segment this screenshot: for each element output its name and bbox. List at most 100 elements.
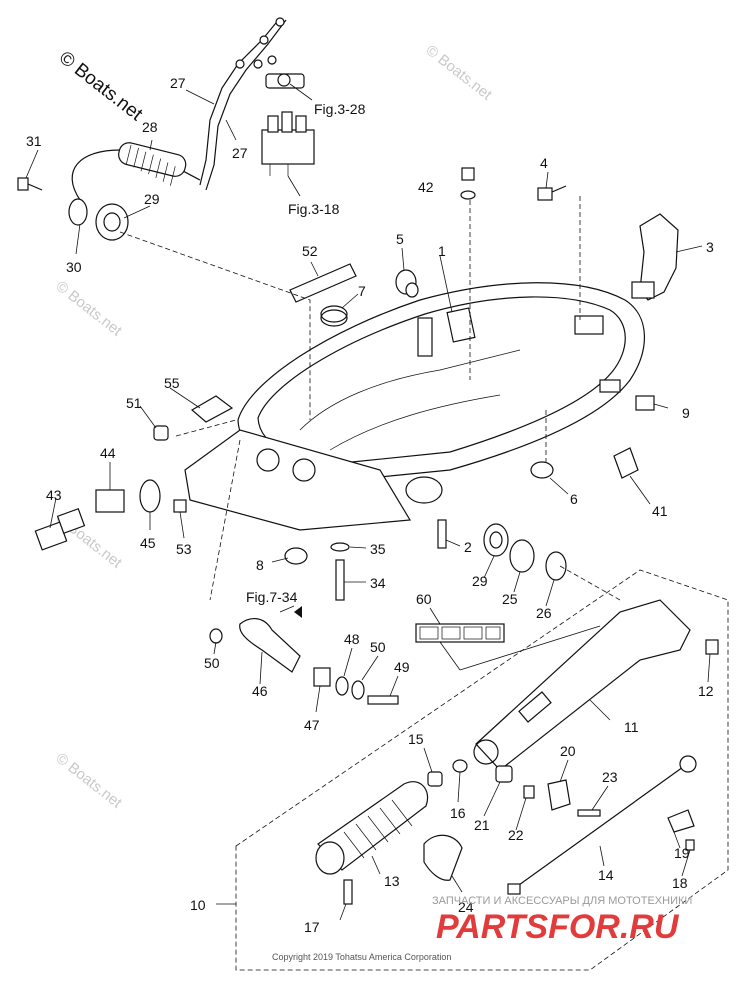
callout-11: 11 — [624, 719, 639, 735]
callout-53: 53 — [176, 541, 192, 557]
sleeve-24 — [423, 834, 463, 881]
decal-60 — [415, 623, 505, 643]
callout-18: 18 — [672, 875, 688, 891]
callout-45: 45 — [140, 535, 156, 551]
grommet-7 — [320, 305, 348, 327]
callout-48: 48 — [344, 631, 360, 647]
watermark-bottom-left: © Boats.net — [53, 750, 126, 812]
callout-7: 7 — [358, 283, 366, 299]
callout-29: 29 — [472, 573, 488, 589]
screw-31 — [17, 177, 43, 191]
callout-19: 19 — [674, 845, 690, 861]
callout-50: 50 — [204, 655, 220, 671]
callout-21: 21 — [474, 817, 490, 833]
callout-24: 24 — [458, 899, 474, 915]
fig-3-18-switch-block — [261, 111, 315, 176]
callout-13: 13 — [384, 873, 400, 889]
callout-52: 52 — [302, 243, 318, 259]
callout-1: 1 — [438, 243, 446, 259]
callout-4: 4 — [540, 155, 548, 171]
callout-2: 2 — [464, 539, 472, 555]
parts-20-21-22-23 — [495, 765, 601, 817]
callout-9: 9 — [682, 405, 690, 421]
fig-3-18-label: Fig.3-18 — [288, 201, 340, 217]
label-52 — [289, 263, 357, 303]
fig-3-28-label: Fig.3-28 — [314, 101, 366, 117]
grommet-30-29 — [68, 198, 129, 241]
callout-12: 12 — [698, 683, 714, 699]
callout-6: 6 — [570, 491, 578, 507]
lever-46 — [239, 618, 301, 673]
throttle-grip-13 — [315, 781, 429, 875]
callout-10: 10 — [190, 897, 206, 913]
callout-23: 23 — [602, 769, 618, 785]
washer-26 — [545, 551, 567, 581]
fig-3-28-connector — [265, 73, 305, 89]
assembly-line-50 — [209, 439, 241, 601]
plug-9 — [635, 395, 655, 411]
collar-47 — [313, 667, 331, 687]
callout-47: 47 — [304, 717, 320, 733]
bushing-25 — [509, 539, 535, 573]
bolt-49 — [367, 695, 399, 705]
callout-50: 50 — [370, 639, 386, 655]
callout-22: 22 — [508, 827, 524, 843]
callout-16: 16 — [450, 805, 466, 821]
bolt-42 — [460, 167, 476, 200]
grommet-5 — [395, 269, 419, 298]
parts-19-18 — [667, 809, 695, 851]
choke-cable-28 — [71, 142, 201, 201]
washer-48 — [335, 676, 349, 696]
callout-25: 25 — [502, 591, 518, 607]
callout-35: 35 — [370, 541, 386, 557]
lower-cover-1 — [184, 282, 645, 531]
washer-50 — [209, 628, 365, 700]
callout-55: 55 — [164, 375, 180, 391]
fig-7-34-arrow-icon — [294, 606, 302, 618]
washer-53 — [173, 499, 187, 513]
copyright-notice: Copyright 2019 Tohatsu America Corporati… — [272, 952, 451, 962]
callout-51: 51 — [126, 395, 142, 411]
wire-harness — [199, 17, 287, 191]
callout-28: 28 — [142, 119, 158, 135]
fig-7-34-label: Fig.7-34 — [246, 589, 298, 605]
plate-55 — [190, 395, 234, 423]
callout-46: 46 — [252, 683, 268, 699]
bolt-17 — [343, 879, 353, 905]
callout-15: 15 — [408, 731, 424, 747]
callout-17: 17 — [304, 919, 320, 935]
callout-5: 5 — [396, 231, 404, 247]
bolt-2 — [437, 519, 447, 549]
switch-43 — [34, 508, 86, 551]
callout-27: 27 — [170, 75, 186, 91]
watermark-primary: © Boats.net — [55, 47, 147, 125]
callout-26: 26 — [536, 605, 552, 621]
watermark-left-mid: © Boats.net — [53, 278, 126, 340]
callout-30: 30 — [66, 259, 82, 275]
callout-49: 49 — [394, 659, 410, 675]
parts-15-16 — [427, 759, 468, 787]
holder-44 — [95, 489, 125, 513]
plug-51 — [153, 425, 169, 441]
callout-44: 44 — [100, 445, 116, 461]
callout-27: 27 — [232, 145, 248, 161]
grommet-45 — [139, 479, 161, 513]
callout-3: 3 — [706, 239, 714, 255]
grommet-6 — [530, 461, 554, 479]
shop-brand-logo: PARTSFOR.RU — [436, 908, 680, 946]
hook-41 — [613, 447, 639, 479]
bolt-12 — [705, 639, 719, 655]
callout-34: 34 — [370, 575, 386, 591]
bolt-34 — [335, 559, 345, 601]
callout-29: 29 — [144, 191, 160, 207]
washer-35 — [330, 542, 350, 552]
assembly-line-51 — [175, 419, 237, 437]
latch-lever-3 — [631, 213, 679, 301]
callout-43: 43 — [46, 487, 62, 503]
callout-41: 41 — [652, 503, 668, 519]
shop-tagline: ЗАПЧАСТИ И АКСЕССУАРЫ ДЛЯ МОТОТЕХНИКИ — [432, 895, 692, 907]
callout-14: 14 — [598, 867, 614, 883]
bushing-29 — [483, 523, 509, 557]
callout-60: 60 — [416, 591, 432, 607]
